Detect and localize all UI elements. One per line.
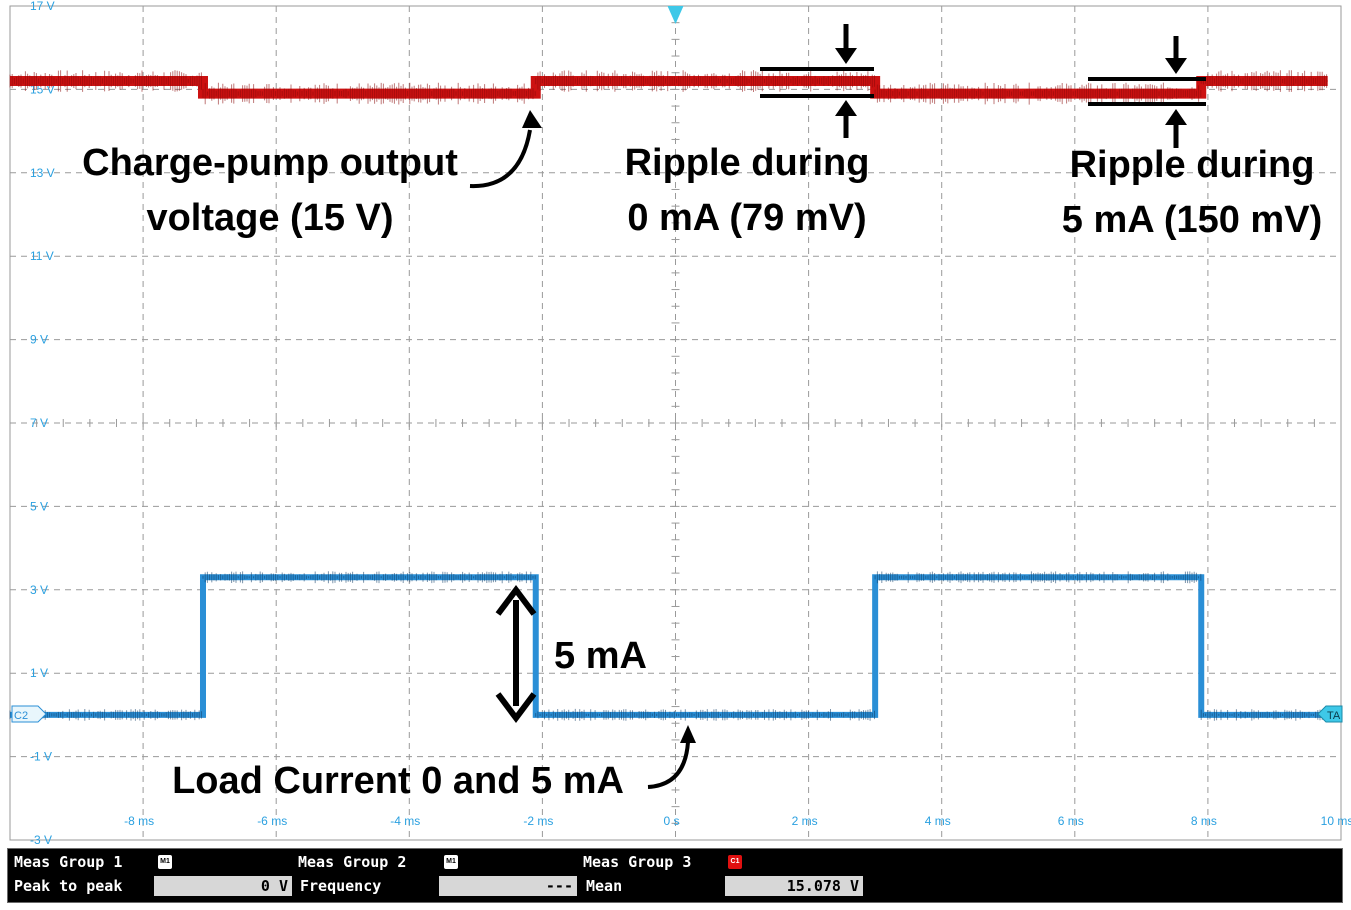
y-tick-label: 11 V — [30, 249, 54, 263]
trigger-position-marker[interactable] — [667, 6, 684, 24]
y-tick-label: 5 V — [30, 499, 48, 513]
trigger-level-marker[interactable] — [1317, 705, 1343, 723]
y-tick-label: 1 V — [30, 666, 48, 680]
step-arrow-top-head — [495, 585, 537, 616]
y-tick-label: 3 V — [30, 583, 48, 597]
x-tick-label: -6 ms — [257, 814, 287, 828]
channel-2-marker[interactable] — [11, 705, 47, 723]
meas-group-3-title: Meas Group 3 — [583, 853, 692, 871]
trace-c1 — [9, 70, 1328, 105]
trace-noise-c2 — [9, 571, 1328, 721]
annotation-ripple-5ma-line1: Ripple during — [1070, 144, 1315, 186]
meas-group-2-name: Frequency — [300, 877, 382, 895]
x-axis-labels: -8 ms -6 ms -4 ms -2 ms 0 s 2 ms 4 ms 6 ms 8 ms 1… — [124, 814, 1351, 828]
y-tick-label: -3 V — [30, 833, 52, 847]
annotations: Charge-pump output voltage (15 V) Ripple… — [82, 24, 1322, 802]
trace-c2 — [9, 571, 1328, 721]
y-tick-label: 7 V — [30, 416, 48, 430]
output-pointer-arrowhead — [522, 110, 542, 128]
x-tick-label: -4 ms — [390, 814, 420, 828]
meas-group-1-value: 0 V — [154, 876, 292, 896]
x-tick-label: 10 ms — [1321, 814, 1351, 828]
oscilloscope-screen: 17 V15 V13 V11 V9 V7 V5 V3 V1 V-1 V-3 V … — [9, 0, 1351, 847]
annotation-step: 5 mA — [554, 635, 647, 677]
y-tick-label: 13 V — [30, 166, 55, 180]
meas-group-1-name: Peak to peak — [14, 877, 123, 895]
meas-group-1-title: Meas Group 1 — [14, 853, 123, 871]
channel-2-marker-label: C2 — [14, 710, 28, 722]
meas-group-3-name: Mean — [586, 877, 623, 895]
traces — [9, 70, 1328, 721]
annotation-output-line2: voltage (15 V) — [146, 197, 393, 239]
x-tick-label: 0 s — [663, 814, 679, 828]
annotation-ripple-0ma-line2: 0 mA (79 mV) — [627, 197, 866, 239]
annotation-load: Load Current 0 and 5 mA — [172, 760, 624, 802]
y-tick-label: 17 V — [30, 0, 55, 13]
output-pointer-arrow — [469, 129, 532, 189]
annotation-ripple-0ma-line1: Ripple during — [625, 142, 870, 184]
x-tick-label: -2 ms — [523, 814, 553, 828]
x-tick-label: 6 ms — [1058, 814, 1084, 828]
meas-group-3-value: 15.078 V — [725, 876, 863, 896]
trace-noise-c1 — [9, 70, 1328, 105]
meas-group-2-value: --- — [439, 876, 577, 896]
ripple-5ma-up-arrowhead — [1165, 109, 1187, 125]
trigger-level-marker-label: TA — [1327, 710, 1341, 722]
measurement-bar: Meas Group 1 M1 Peak to peak 0 V Meas Gr… — [7, 848, 1343, 903]
x-tick-label: 2 ms — [792, 814, 818, 828]
load-pointer-arrowhead — [680, 725, 696, 743]
ripple-0ma-down-arrowhead — [835, 48, 857, 64]
meas-group-1-badge: M1 — [158, 855, 172, 869]
annotation-ripple-5ma-line2: 5 mA (150 mV) — [1062, 199, 1322, 241]
channel-markers: C2 TA — [11, 6, 1343, 723]
meas-group-2-title: Meas Group 2 — [298, 853, 407, 871]
load-pointer-arrow — [647, 741, 690, 789]
meas-group-2-badge: M1 — [444, 855, 458, 869]
x-tick-label: -8 ms — [124, 814, 154, 828]
y-tick-label: -1 V — [30, 750, 52, 764]
ripple-5ma-down-arrowhead — [1165, 58, 1187, 74]
step-arrow-bottom-head — [495, 692, 537, 723]
x-tick-label: 4 ms — [925, 814, 951, 828]
ripple-0ma-up-arrowhead — [835, 100, 857, 116]
annotation-output-line1: Charge-pump output — [82, 142, 458, 184]
meas-group-3-badge: C1 — [728, 855, 742, 869]
y-tick-label: 9 V — [30, 333, 48, 347]
x-tick-label: 8 ms — [1191, 814, 1217, 828]
